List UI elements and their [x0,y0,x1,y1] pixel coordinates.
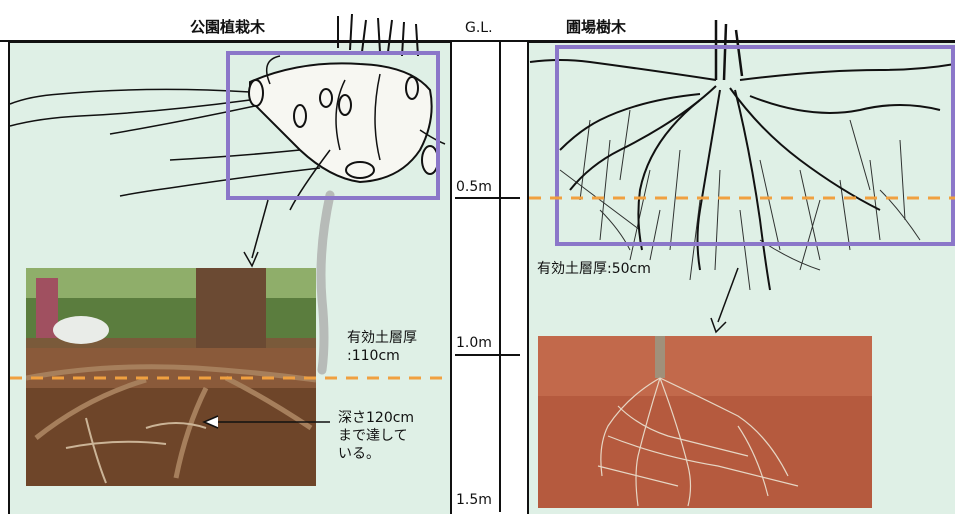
right-root-photo [538,336,872,508]
right-depth-label: 有効土層厚:50cm [537,261,651,278]
